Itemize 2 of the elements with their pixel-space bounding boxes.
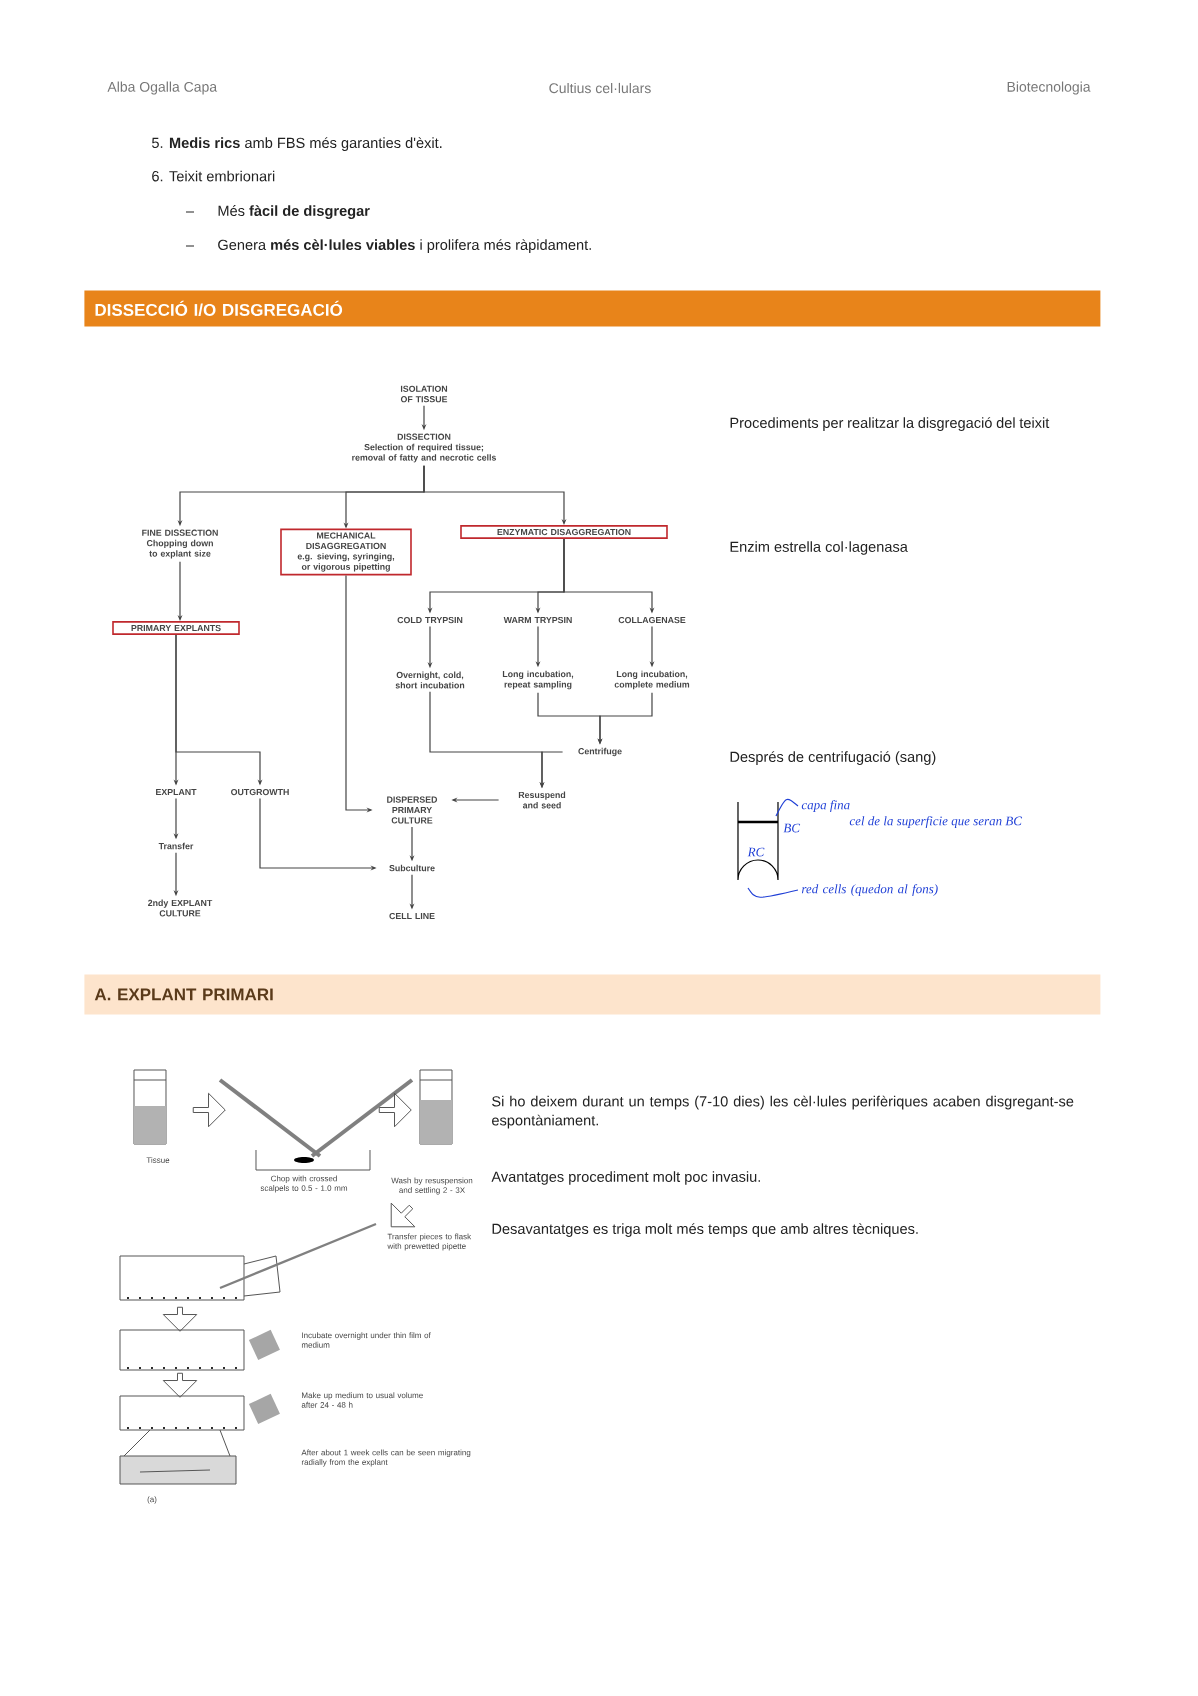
section-banner: A. EXPLANT PRIMARI	[84, 974, 1101, 1015]
section-banner: DISSECCIÓ I/O DISGREGACIÓ	[84, 290, 1101, 327]
